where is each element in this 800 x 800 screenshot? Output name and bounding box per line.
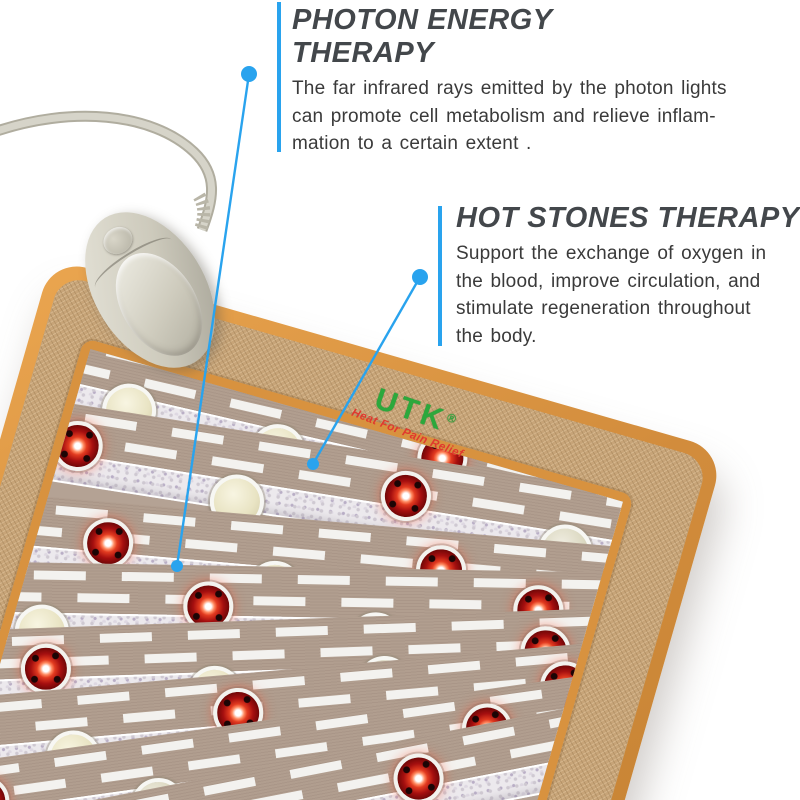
hot-stones-title: HOT STONES THERAPY [456,202,800,234]
photon-body-line2: can promote cell metabolism and relieve … [292,105,716,127]
hot-stones-body: Support the exchange of oxygen in the bl… [456,240,800,350]
hot-stones-body-line1: Support the exchange of oxygen in [456,243,767,264]
mat-stone-panel [0,349,623,800]
hot-stones-callout-bar [438,206,442,346]
hot-stones-note: HOT STONES THERAPY Support the exchange … [456,202,800,350]
photon-energy-note: PHOTON ENERGY THERAPY The far infrared r… [292,4,727,158]
photon-anchor-dot [241,66,257,82]
hot-stones-body-line4: the body. [456,325,537,347]
cable-strain-relief [193,192,211,231]
photon-title-line1: PHOTON ENERGY [292,4,553,36]
photon-title-line2: THERAPY [292,37,435,69]
mat-inner-trim [0,337,635,800]
hot-stones-body-line3: stimulate regeneration throughout [456,298,751,319]
hot-stones-body-line2: the blood, improve circulation, and [456,270,761,292]
mat-border-mesh: UTK® Heat For Pain Relief [0,274,709,800]
hot-stones-anchor-dot [412,269,428,285]
photon-body: The far infrared rays emitted by the pho… [292,75,727,158]
photon-callout-bar [277,2,281,152]
photon-body-line3: mation to a certain extent . [292,133,532,154]
photon-body-line1: The far infrared rays emitted by the pho… [292,78,727,99]
